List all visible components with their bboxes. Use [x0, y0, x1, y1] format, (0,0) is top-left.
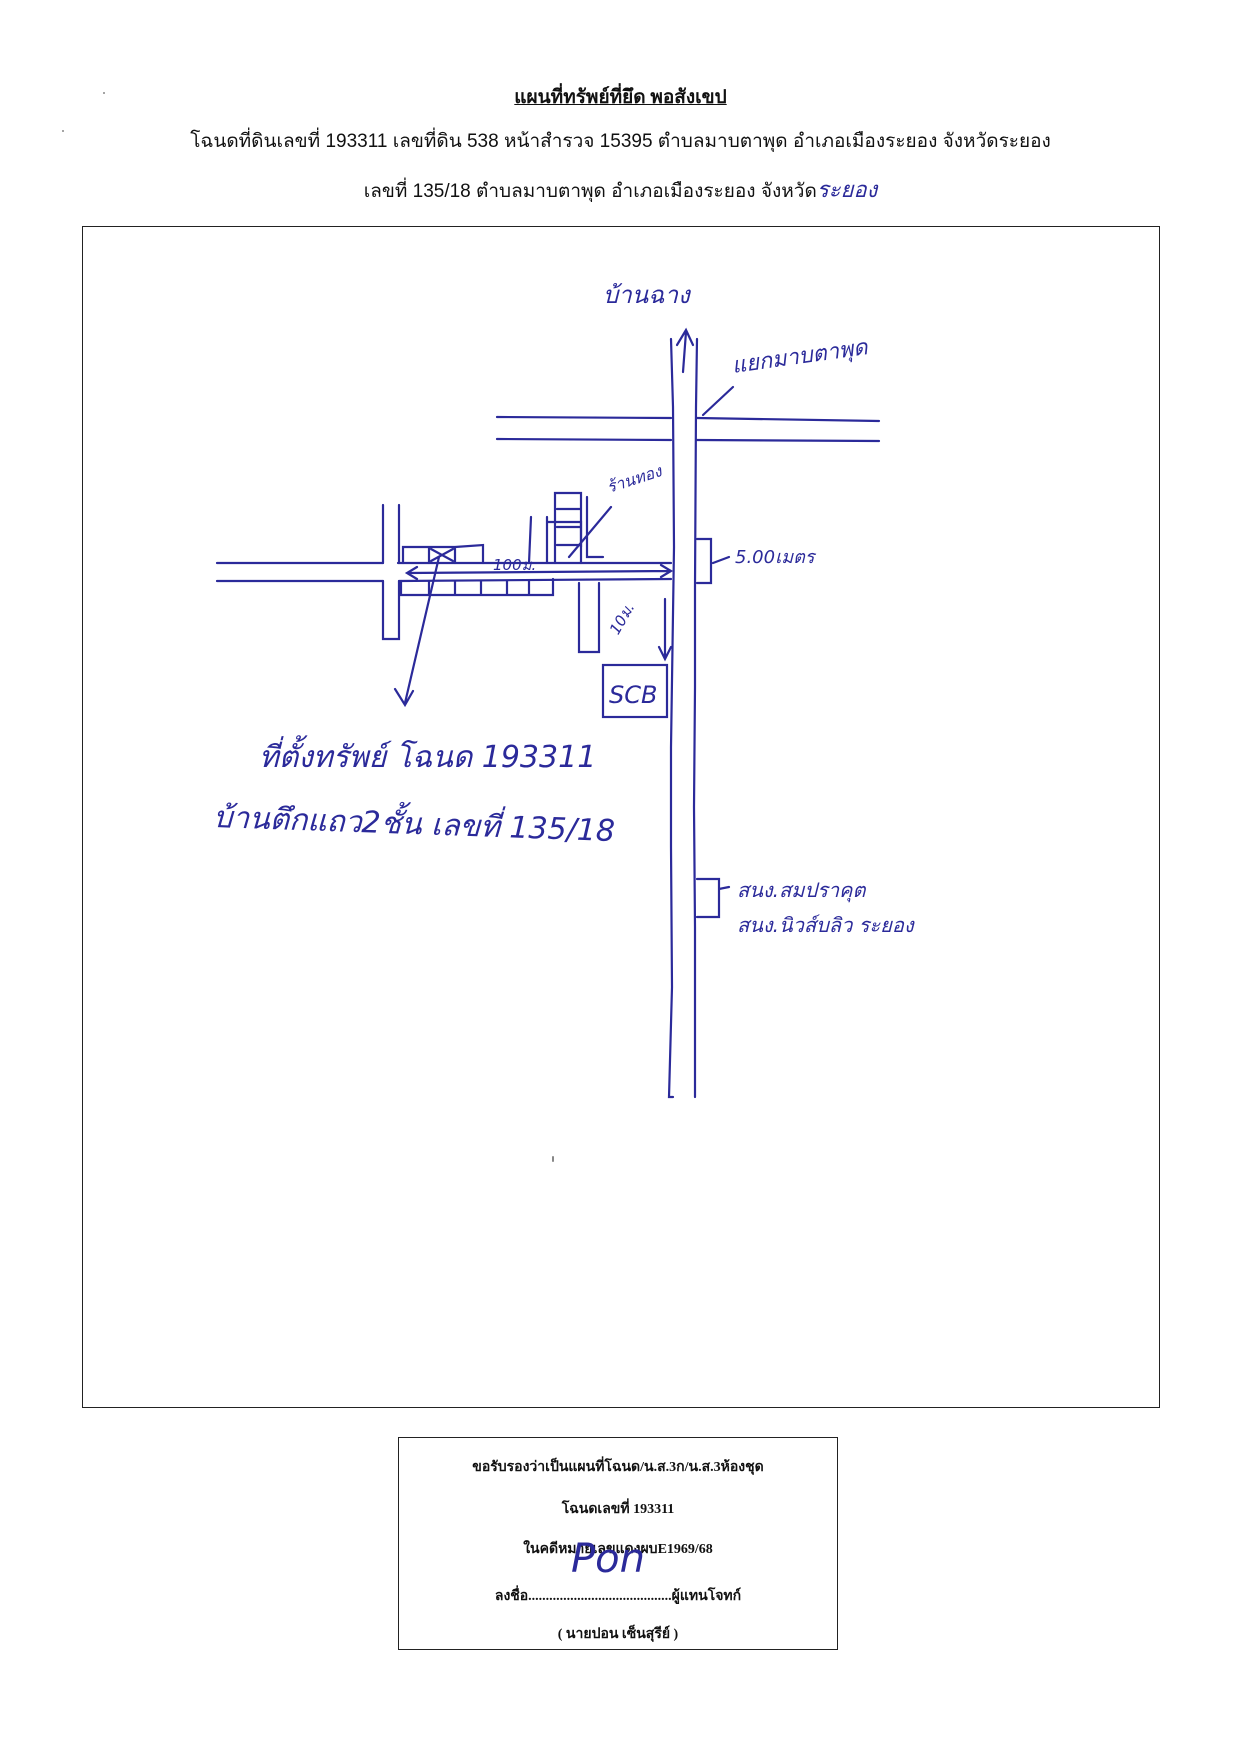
distance-10-arrow	[657, 597, 673, 662]
distance-100-arrow	[404, 563, 674, 581]
label-distance-10: 10ม.	[606, 599, 638, 637]
scb-box	[601, 663, 669, 719]
hand-drawn-map: บ้านฉาง แยกมาบตาพุด ร้านทอง 100ม. 5.00เม…	[213, 281, 915, 1099]
certification-deed-number: โฉนดเลขที่ 193311	[561, 1502, 675, 1517]
certification-box: ขอรับรองว่าเป็นแผนที่โฉนด/น.ส.3ก/น.ส.3ห้…	[398, 1437, 838, 1650]
office-marker	[695, 877, 731, 919]
label-bank-scb: SCB	[609, 681, 657, 709]
label-office-line2: สนง.นิวส์บลิว ระยอง	[737, 913, 915, 937]
gold-shop-building	[553, 491, 605, 565]
label-gold-shop: ร้านทอง	[604, 461, 665, 497]
main-road-east-edge	[692, 337, 699, 1099]
road-width-marker	[695, 537, 731, 585]
map-frame: บ้านฉาง แยกมาบตาพุด ร้านทอง 100ม. 5.00เม…	[82, 226, 1160, 1408]
main-road-west-edge	[667, 337, 676, 1099]
deed-info-line: โฉนดที่ดินเลขที่ 193311 เลขที่ดิน 538 หน…	[190, 131, 1051, 152]
signer-name: ( นายปอน เซ็นสุรีย์ )	[557, 1627, 679, 1642]
address-handwritten-province: ระยอง	[816, 178, 878, 203]
x-mark-property	[429, 547, 455, 563]
address-printed: เลขที่ 135/18 ตำบลมาบตาพุด อำเภอเมืองระย…	[363, 181, 817, 202]
signature-line: ลงชื่อ..................................…	[494, 1589, 742, 1604]
label-north-destination: บ้านฉาง	[603, 281, 692, 309]
stray-mark	[552, 1156, 554, 1162]
building-row-north	[401, 543, 485, 565]
west-lane	[381, 503, 401, 641]
document-title: แผนที่ทรัพย์ที่ยึด พอสังเขป	[514, 87, 727, 108]
handwritten-signature: Pon	[571, 1536, 645, 1582]
label-property-line1: ที่ตั้งทรัพย์ โฉนด 193311	[259, 735, 596, 775]
gold-shop-pointer	[567, 505, 613, 559]
label-office-line1: สนง.สมปราคุต	[737, 878, 866, 903]
address-line: เลขที่ 135/18 ตำบลมาบตาพุด อำเภอเมืองระย…	[0, 172, 1241, 207]
cross-road-north-edge	[495, 415, 881, 423]
label-distance-100: 100ม.	[493, 556, 536, 574]
stray-mark	[103, 92, 105, 94]
north-arrow	[675, 327, 695, 374]
label-road-width: 5.00เมตร	[735, 547, 817, 568]
property-pointer-arrow	[393, 555, 441, 708]
building-row-south	[399, 577, 555, 597]
cross-road-south-edge	[495, 437, 881, 443]
certification-case-number: ในคดีหมายเลขแดงผบE1969/68	[523, 1542, 713, 1557]
junction-pointer	[701, 385, 735, 417]
label-junction: แยกมาบตาพุด	[730, 335, 870, 379]
certification-statement: ขอรับรองว่าเป็นแผนที่โฉนด/น.ส.3ก/น.ส.3ห้…	[472, 1460, 764, 1475]
side-road-south-edge	[215, 577, 673, 583]
stray-mark	[62, 130, 64, 132]
label-property-line2: บ้านตึกแถว2ชั้น เลขที่ 135/18	[213, 795, 616, 849]
south-block	[577, 581, 601, 654]
